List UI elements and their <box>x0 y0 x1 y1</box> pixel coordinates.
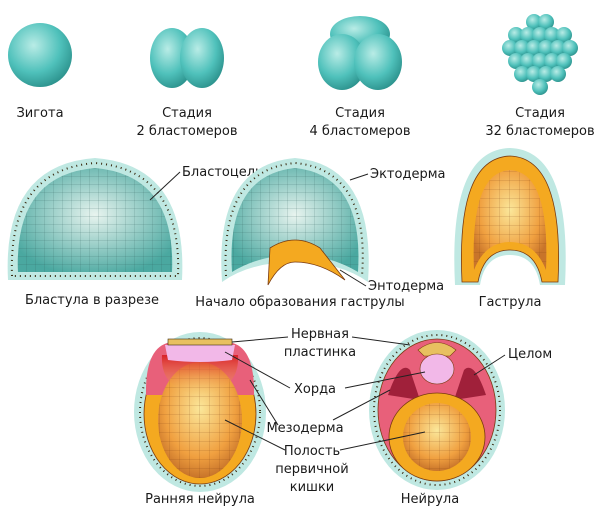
gut-cavity-label-line3: кишки <box>290 480 335 495</box>
blastomere <box>550 40 566 56</box>
stage-4-label-line1: Стадия <box>335 106 385 121</box>
blastomere <box>532 53 548 69</box>
gastrula-caption: Гаструла <box>479 295 542 310</box>
early-neurula <box>134 332 266 492</box>
stage-2-label-line2: 2 бластомеров <box>136 124 237 139</box>
blastomere <box>538 40 554 56</box>
blastula-caption: Бластула в разрезе <box>25 293 159 308</box>
blastula-section <box>7 158 183 280</box>
blastomere <box>520 53 536 69</box>
neurula <box>369 330 505 490</box>
blastomere <box>514 66 530 82</box>
coelom-label: Целом <box>508 347 552 362</box>
blastomere <box>520 27 536 43</box>
thirtytwo-blastomere-stage <box>502 14 578 95</box>
four-blastomere-stage <box>318 16 402 90</box>
gut-cavity-label-line1: Полость <box>284 444 340 459</box>
blastomere <box>556 27 572 43</box>
neural-plate-label-line2: пластинка <box>284 345 356 360</box>
stage-4-label-line2: 4 бластомеров <box>309 124 410 139</box>
blastomere <box>508 27 524 43</box>
stage-32-label-line1: Стадия <box>515 106 565 121</box>
blastomere <box>556 53 572 69</box>
blastomere <box>532 79 548 95</box>
endoderm-label: Энтодерма <box>368 279 444 294</box>
blastomere <box>514 40 530 56</box>
early-gastrula-caption: Начало образования гаструлы <box>195 295 404 310</box>
notochord-label: Хорда <box>294 382 336 397</box>
blastomere <box>502 40 518 56</box>
gastrula <box>454 148 566 285</box>
blastomere <box>532 27 548 43</box>
blastomere <box>538 66 554 82</box>
two-blastomere-stage <box>150 28 224 88</box>
blastocoel-label: Бластоцель <box>182 165 263 180</box>
blastomere <box>526 66 542 82</box>
mesoderm-label: Мезодерма <box>266 421 343 436</box>
stage-2-label-line1: Стадия <box>162 106 212 121</box>
gut-cavity-label-line2: первичной <box>275 462 348 477</box>
ectoderm-label: Эктодерма <box>370 167 445 182</box>
zygote-label: Зигота <box>16 106 63 121</box>
blastomere <box>544 53 560 69</box>
neurula-caption: Нейрула <box>401 492 459 507</box>
blastomere <box>526 40 542 56</box>
blastomere <box>544 27 560 43</box>
blastomere <box>508 53 524 69</box>
blastomere <box>538 14 554 30</box>
blastomere <box>550 66 566 82</box>
early-neurula-caption: Ранняя нейрула <box>145 492 255 507</box>
blastomere <box>562 40 578 56</box>
neural-plate-label-line1: Нервная <box>291 327 349 342</box>
zygote <box>8 23 72 87</box>
blastomere <box>526 14 542 30</box>
stage-32-label-line2: 32 бластомеров <box>485 124 594 139</box>
early-gastrula <box>221 158 369 286</box>
